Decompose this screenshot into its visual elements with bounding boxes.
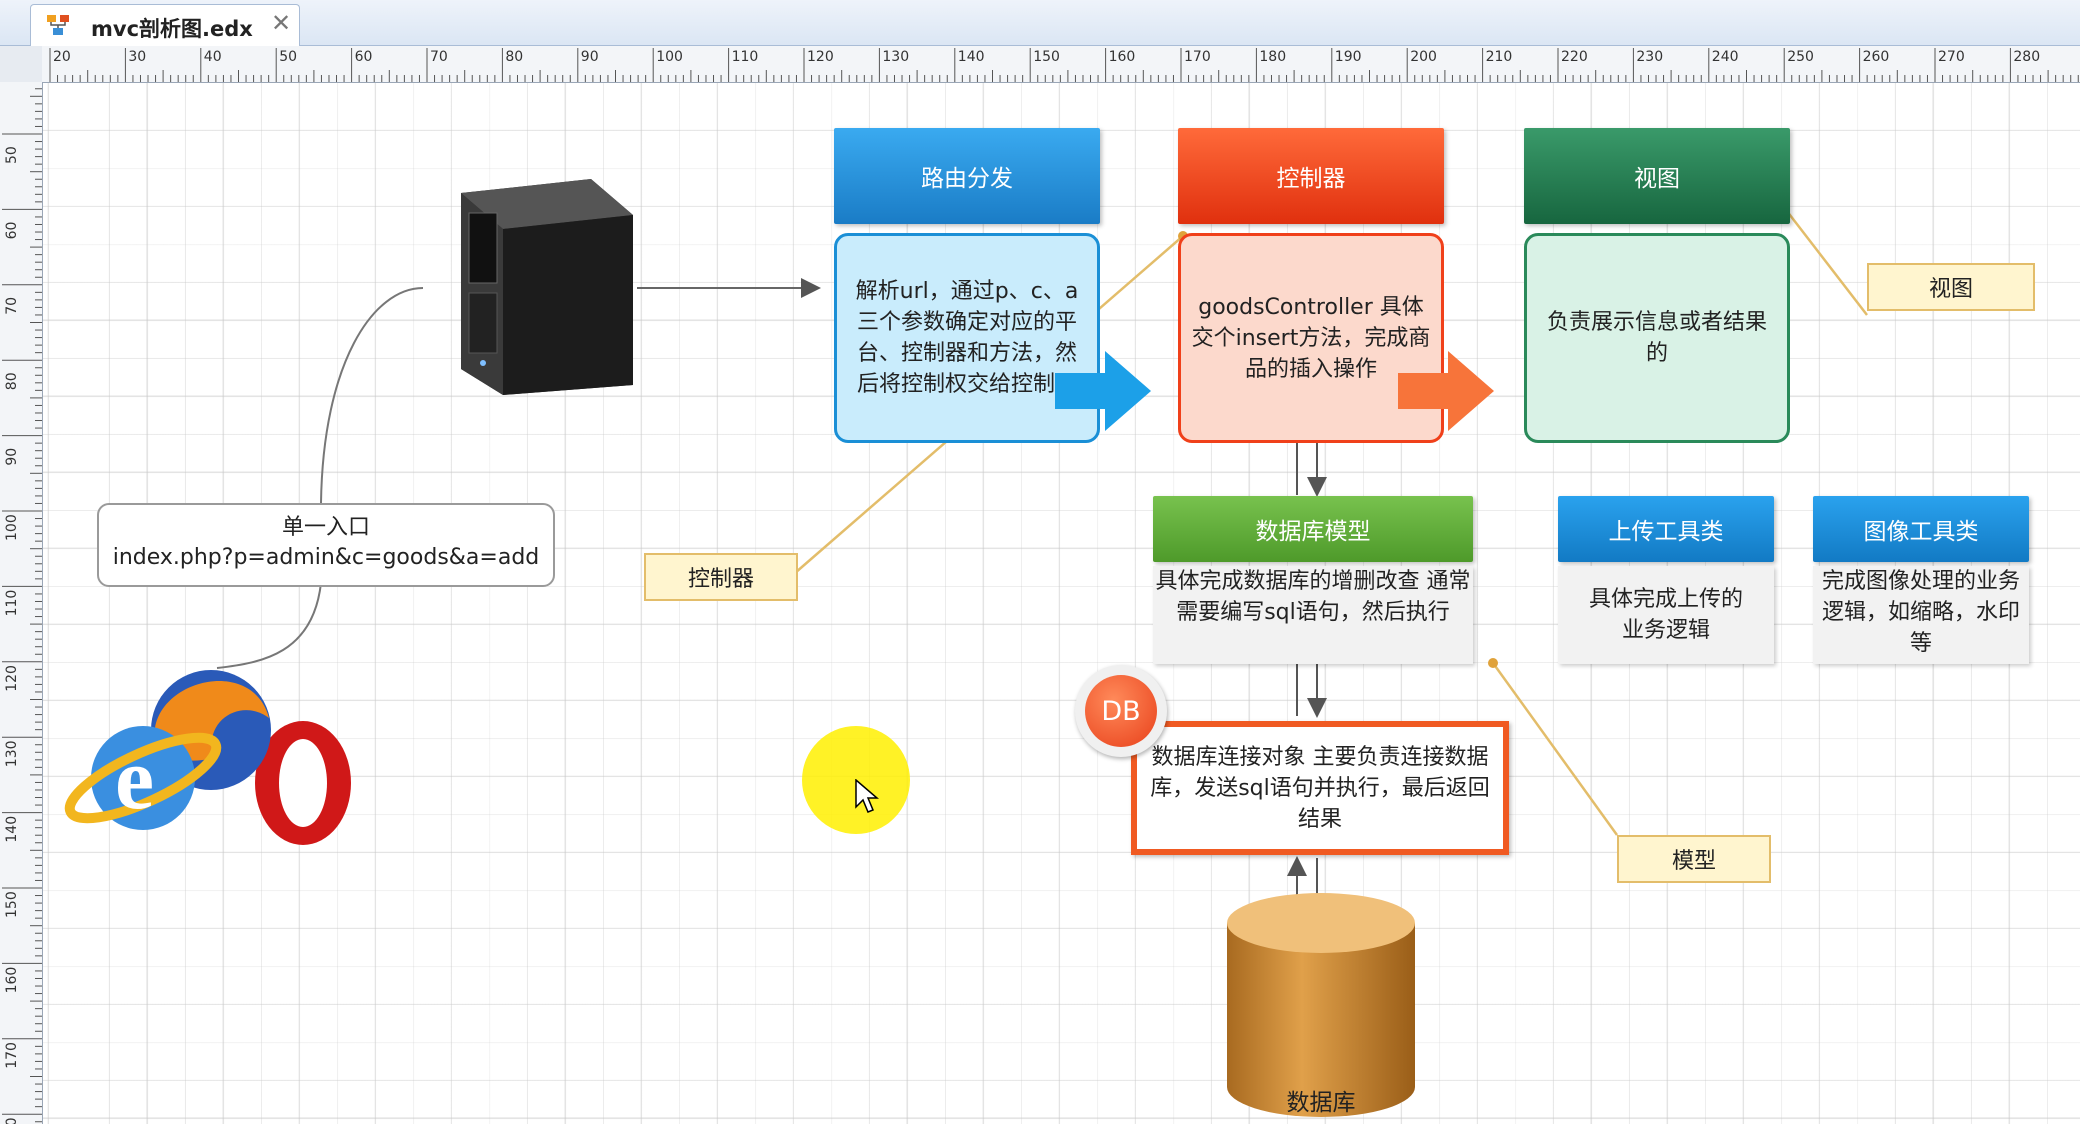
ruler-label: 80 — [4, 372, 20, 390]
entry-box: 单一入口 index.php?p=admin&c=goods&a=add — [97, 503, 555, 587]
ruler-label: 50 — [279, 49, 297, 65]
ruler-label: 50 — [4, 146, 20, 164]
router-text: 解析url，通过p、c、a三个参数确定对应的平台、控制器和方法，然后将控制权交给… — [855, 279, 1079, 397]
view-callout: 视图 — [1867, 263, 2035, 311]
horizontal-ruler: 20 30 40 50 60 70 80 90 100 110 120 130 140 150 160 170… — [42, 46, 2080, 83]
diagram-file-icon — [47, 15, 69, 35]
ruler-label: 60 — [355, 49, 373, 65]
ruler-label: 250 — [1787, 49, 1814, 65]
ruler-label: 220 — [1561, 49, 1588, 65]
ruler-label: 100 — [4, 514, 20, 541]
model-panel: 具体完成数据库的增删改查 通常需要编写sql语句，然后执行 — [1153, 566, 1473, 664]
ruler-label: 180 — [1259, 49, 1286, 65]
view-text: 负责展示信息或者结果的 — [1546, 310, 1767, 366]
ruler-label: 140 — [958, 49, 985, 65]
svg-text:e: e — [115, 731, 154, 828]
ruler-label: 160 — [1109, 49, 1136, 65]
upload-panel: 具体完成上传的业务逻辑 — [1558, 566, 1774, 664]
ruler-label: 150 — [1033, 49, 1060, 65]
entry-url: index.php?p=admin&c=goods&a=add — [112, 545, 540, 570]
view-panel: 负责展示信息或者结果的 — [1524, 233, 1790, 443]
ruler-corner — [0, 46, 43, 83]
ruler-label: 180 — [4, 1117, 20, 1124]
ruler-label: 30 — [128, 49, 146, 65]
browsers-icon: e — [64, 670, 351, 845]
server-icon — [461, 179, 633, 395]
dbconn-panel: 数据库连接对象 主要负责连接数据库，发送sql语句并执行，最后返回结果 — [1131, 721, 1509, 855]
router-header: 路由分发 — [834, 128, 1100, 224]
ruler-label: 130 — [4, 740, 20, 767]
database-cylinder-icon — [1227, 893, 1415, 1117]
ruler-label: 130 — [882, 49, 909, 65]
ruler-label: 160 — [4, 967, 20, 994]
close-icon[interactable]: ✕ — [271, 9, 292, 37]
ruler-label: 170 — [4, 1042, 20, 1069]
ruler-label: 280 — [2013, 49, 2040, 65]
server-entry-curve — [320, 287, 424, 504]
entry-title: 单一入口 — [281, 515, 370, 540]
ruler-label: 90 — [581, 49, 599, 65]
model-text: 具体完成数据库的增删改查 通常需要编写sql语句，然后执行 — [1155, 569, 1471, 625]
controller-callout: 控制器 — [644, 553, 798, 601]
dbconn-text: 数据库连接对象 主要负责连接数据库，发送sql语句并执行，最后返回结果 — [1150, 744, 1490, 832]
ruler-label: 210 — [1486, 49, 1513, 65]
ruler-label: 140 — [4, 816, 20, 843]
document-tab[interactable]: mvc剖析图.edx ✕ — [30, 4, 300, 46]
tab-title: mvc剖析图.edx — [91, 17, 253, 41]
ruler-label: 70 — [430, 49, 448, 65]
vertical-ruler: 50 60 70 80 90 100 110 120 130 140 150 160 170 180 — [0, 82, 43, 1124]
database-label: 数据库 — [1286, 1090, 1356, 1116]
ruler-label: 190 — [1335, 49, 1362, 65]
controller-header: 控制器 — [1178, 128, 1444, 224]
image-tool-text: 完成图像处理的业务逻辑，如缩略，水印等 — [1821, 569, 2020, 656]
model-leader-dot — [1488, 658, 1498, 668]
image-tool-panel: 完成图像处理的业务逻辑，如缩略，水印等 — [1813, 566, 2029, 664]
upload-text: 具体完成上传的业务逻辑 — [1588, 587, 1743, 643]
controller-text: goodsController 具体交个insert方法，完成商品的插入操作 — [1191, 294, 1431, 382]
ruler-label: 230 — [1636, 49, 1663, 65]
ruler-label: 20 — [53, 49, 71, 65]
ruler-label: 60 — [4, 222, 20, 240]
ruler-label: 110 — [732, 49, 759, 65]
ruler-label: 110 — [4, 590, 20, 617]
ruler-label: 240 — [1712, 49, 1739, 65]
ruler-label: 150 — [4, 891, 20, 918]
image-tool-header: 图像工具类 — [1813, 496, 2029, 562]
ruler-label: 200 — [1410, 49, 1437, 65]
mouse-pointer-icon — [855, 779, 879, 813]
entry-browser-curve — [216, 582, 322, 669]
view-leader — [1782, 205, 1868, 316]
ruler-label: 40 — [204, 49, 222, 65]
model-callout: 模型 — [1617, 835, 1771, 883]
ruler-label: 90 — [4, 448, 20, 466]
db-badge-ring: DB — [1075, 665, 1167, 757]
router-to-controller-arrow — [1055, 351, 1151, 431]
ruler-label: 120 — [4, 665, 20, 692]
diagram-canvas[interactable]: 单一入口 index.php?p=admin&c=goods&a=add e 路… — [43, 83, 2080, 1124]
ruler-label: 100 — [656, 49, 683, 65]
upload-header: 上传工具类 — [1558, 496, 1774, 562]
ruler-label: 170 — [1184, 49, 1211, 65]
ruler-label: 120 — [807, 49, 834, 65]
ruler-label: 260 — [1863, 49, 1890, 65]
view-header: 视图 — [1524, 128, 1790, 224]
ruler-label: 70 — [4, 297, 20, 315]
ruler-label: 270 — [1938, 49, 1965, 65]
model-header: 数据库模型 — [1153, 496, 1473, 562]
ruler-label: 80 — [505, 49, 523, 65]
model-leader — [1491, 662, 1619, 836]
controller-to-view-arrow — [1398, 351, 1494, 431]
db-badge: DB — [1085, 675, 1157, 747]
tab-bar: mvc剖析图.edx ✕ — [0, 0, 2080, 46]
